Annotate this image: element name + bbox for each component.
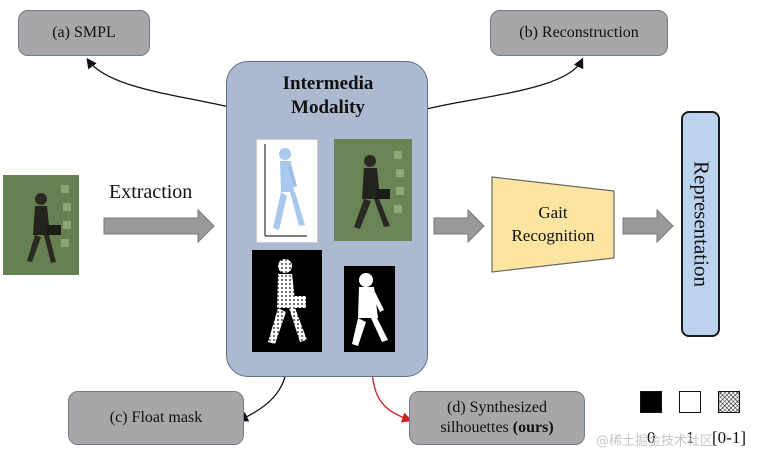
legend-pattern-label: [0-1] xyxy=(712,428,746,447)
modality-title: Intermedia Modality xyxy=(227,72,429,120)
smpl-label: (a) SMPL xyxy=(52,24,116,41)
reconstruction-thumbnail xyxy=(334,139,412,241)
synth-label-line2: silhouettes (ours) xyxy=(440,418,553,438)
float-mask-figure-icon xyxy=(268,259,307,344)
legend-white-label: 1 xyxy=(686,428,695,447)
synthesized-label-box: (d) Synthesized silhouettes (ours) xyxy=(409,391,585,445)
smpl-mesh-figure-icon xyxy=(264,144,307,237)
representation-block: Representation xyxy=(681,111,720,337)
gait-recognition-block xyxy=(491,176,615,273)
input-frame-image xyxy=(3,175,79,275)
reconstruction-label-box: (b) Reconstruction xyxy=(490,10,668,56)
modality-title-line2: Modality xyxy=(291,97,365,118)
synth-label-ours: (ours) xyxy=(512,419,554,436)
modality-title-line1: Intermedia xyxy=(282,73,374,94)
watermark: @稀土掘金技术社区 xyxy=(596,434,714,449)
smpl-label-box: (a) SMPL xyxy=(18,10,150,56)
synthesized-silhouette-thumbnail xyxy=(344,266,395,352)
walking-person-photo-icon xyxy=(3,175,79,275)
legend-pattern-swatch xyxy=(718,391,740,413)
synth-label-silhouettes: silhouettes xyxy=(440,419,509,436)
representation-label: Representation xyxy=(689,161,713,287)
modality-to-gait-arrow xyxy=(433,208,485,244)
float-mask-label: (c) Float mask xyxy=(109,409,203,426)
smpl-thumbnail xyxy=(256,139,318,243)
reconstruction-photo-icon xyxy=(334,139,412,241)
gait-recognition-label: Gait Recognition xyxy=(492,201,614,247)
legend-black-swatch xyxy=(640,391,662,413)
float-mask-thumbnail xyxy=(252,250,322,352)
gait-label-line1: Gait xyxy=(538,203,568,222)
legend-white-swatch xyxy=(679,391,701,413)
synthesized-silhouette-figure-icon xyxy=(352,273,388,346)
float-mask-label-box: (c) Float mask xyxy=(68,391,244,445)
legend-black-label: 0 xyxy=(647,428,656,447)
gait-to-representation-arrow xyxy=(622,208,674,244)
extraction-label: Extraction xyxy=(109,181,193,203)
synth-label-line1: (d) Synthesized xyxy=(447,399,547,416)
extraction-arrow xyxy=(103,208,215,244)
gait-label-line2: Recognition xyxy=(511,226,595,245)
reconstruction-label: (b) Reconstruction xyxy=(519,24,639,41)
